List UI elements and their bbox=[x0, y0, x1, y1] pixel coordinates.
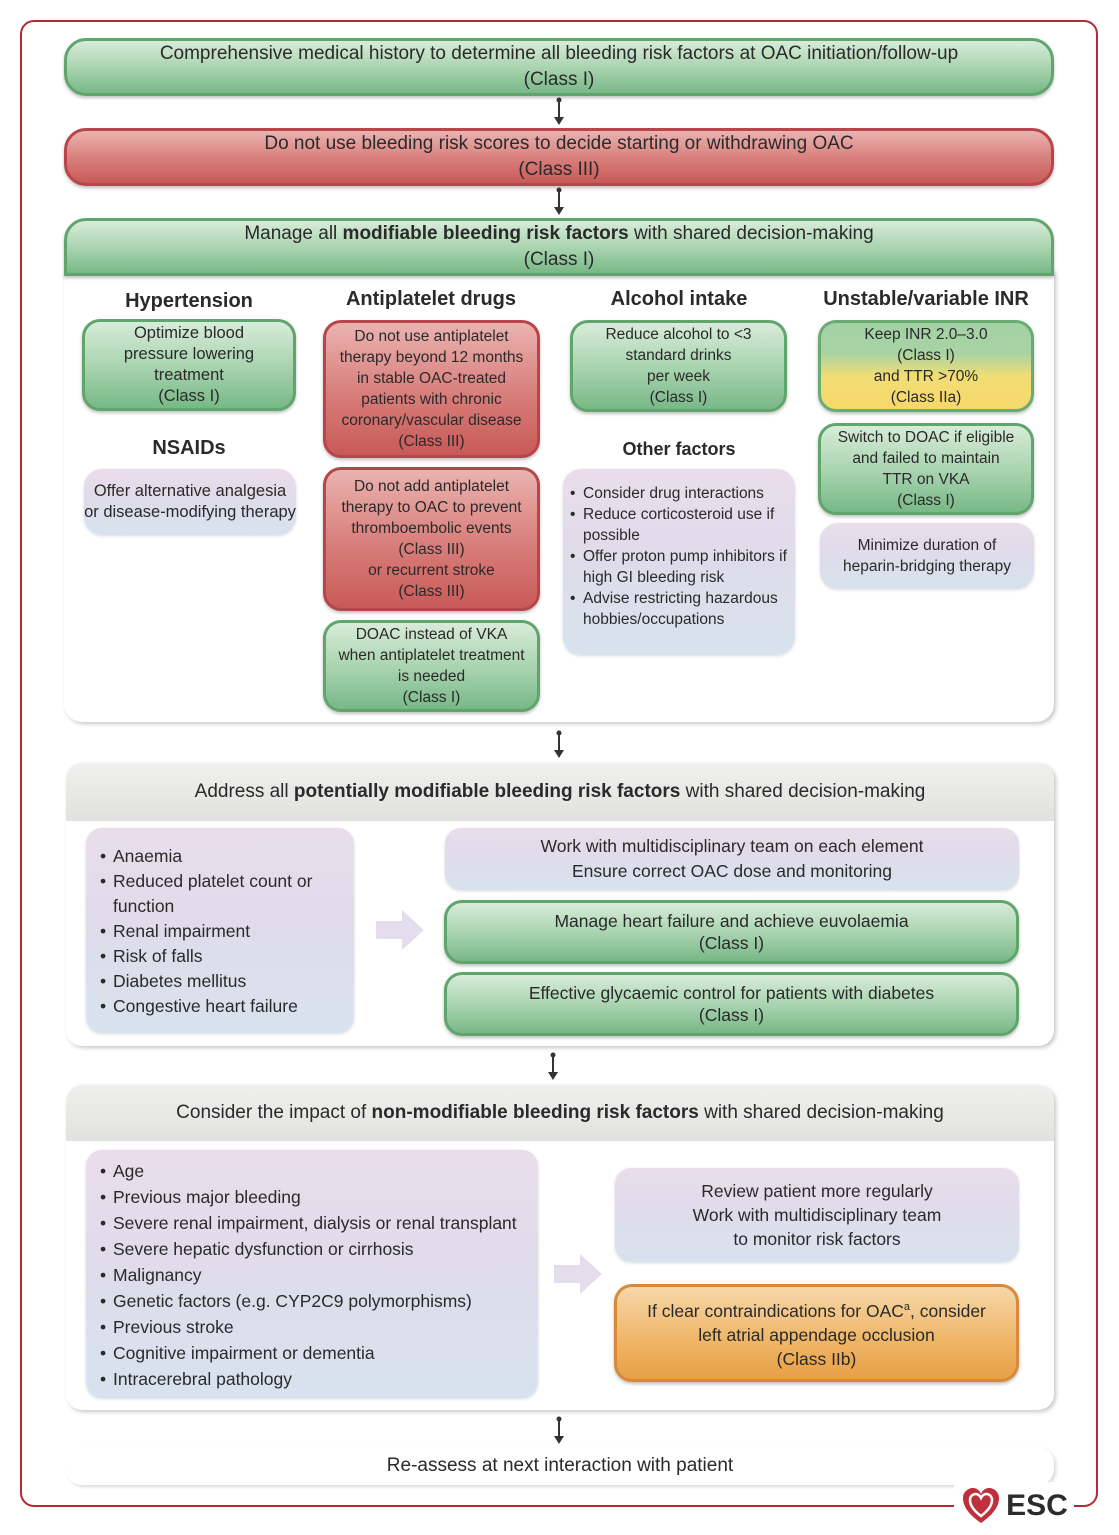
arrow-down-icon bbox=[554, 1416, 564, 1444]
arrow-down-icon bbox=[554, 187, 564, 215]
other-factor-item: Advise restricting hazardous hobbies/occ… bbox=[570, 588, 789, 630]
step2-box: Do not use bleeding risk scores to decid… bbox=[64, 128, 1054, 186]
step1-text: Comprehensive medical history to determi… bbox=[159, 43, 959, 64]
risk-factor-item: Age bbox=[100, 1158, 532, 1184]
step2-text: Do not use bleeding risk scores to decid… bbox=[264, 133, 854, 154]
step5-box2: If clear contraindications for OACa, con… bbox=[614, 1284, 1019, 1382]
step3-header: Manage all modifiable bleeding risk fact… bbox=[64, 218, 1054, 276]
risk-factor-item: Previous major bleeding bbox=[100, 1184, 532, 1210]
arrow-down-icon bbox=[554, 730, 564, 758]
esc-logo: ESC bbox=[954, 1482, 1074, 1530]
step4-list-box: Anaemia Reduced platelet count or functi… bbox=[86, 828, 354, 1033]
risk-factor-item: Cognitive impairment or dementia bbox=[100, 1340, 532, 1366]
step4-header: Address all potentially modifiable bleed… bbox=[66, 763, 1054, 821]
outer-frame bbox=[20, 20, 1098, 1507]
step3-title: Manage all modifiable bleeding risk fact… bbox=[244, 223, 874, 244]
step4-box1: Work with multidisciplinary team on each… bbox=[445, 828, 1019, 890]
arrow-down-icon bbox=[554, 97, 564, 125]
hypertension-title: Hypertension bbox=[125, 290, 253, 312]
other-factors-box: Consider drug interactions Reduce cortic… bbox=[563, 469, 795, 655]
step5-header: Consider the impact of non-modifiable bl… bbox=[66, 1085, 1054, 1141]
risk-factor-item: Intracerebral pathology bbox=[100, 1366, 532, 1392]
right-arrow-icon bbox=[376, 910, 424, 950]
risk-factor-item: Reduced platelet count or function bbox=[100, 869, 344, 919]
risk-factor-item: Severe hepatic dysfunction or cirrhosis bbox=[100, 1236, 532, 1262]
risk-factor-item: Renal impairment bbox=[100, 919, 344, 944]
step5-list-box: Age Previous major bleeding Severe renal… bbox=[86, 1150, 538, 1398]
other-factor-item: Offer proton pump inhibitors if high GI … bbox=[570, 546, 789, 588]
risk-factor-item: Severe renal impairment, dialysis or ren… bbox=[100, 1210, 532, 1236]
risk-factor-item: Anaemia bbox=[100, 844, 344, 869]
alcohol-title: Alcohol intake bbox=[610, 288, 748, 310]
step3-class: (Class I) bbox=[523, 249, 595, 270]
other-factor-item: Reduce corticosteroid use if possible bbox=[570, 504, 789, 546]
step6-text: Re-assess at next interaction with patie… bbox=[386, 1455, 734, 1476]
inr-title: Unstable/variable INR bbox=[823, 288, 1029, 310]
risk-factor-item: Malignancy bbox=[100, 1262, 532, 1288]
step4-box2: Manage heart failure and achieve euvolae… bbox=[444, 900, 1019, 964]
step1-class: (Class I) bbox=[523, 69, 595, 90]
step4-box3: Effective glycaemic control for patients… bbox=[444, 972, 1019, 1036]
risk-factor-item: Previous stroke bbox=[100, 1314, 532, 1340]
inr-box1: Keep INR 2.0–3.0(Class I) and TTR >70%(C… bbox=[818, 320, 1034, 412]
step4-title: Address all potentially modifiable bleed… bbox=[194, 781, 926, 802]
other-factors-title: Other factors bbox=[622, 439, 736, 459]
risk-factor-item: Genetic factors (e.g. CYP2C9 polymorphis… bbox=[100, 1288, 532, 1314]
esc-logo-text: ESC bbox=[1006, 1489, 1068, 1522]
step1-box: Comprehensive medical history to determi… bbox=[64, 38, 1054, 96]
antiplatelet-title: Antiplatelet drugs bbox=[345, 288, 516, 310]
risk-factor-item: Diabetes mellitus bbox=[100, 969, 344, 994]
heart-logo-icon bbox=[963, 1488, 1000, 1523]
other-factor-item: Consider drug interactions bbox=[570, 483, 789, 504]
arrow-down-icon bbox=[548, 1052, 558, 1080]
step5-title: Consider the impact of non-modifiable bl… bbox=[176, 1102, 944, 1123]
risk-factor-item: Risk of falls bbox=[100, 944, 344, 969]
step6-box: Re-assess at next interaction with patie… bbox=[66, 1447, 1054, 1485]
risk-factor-item: Congestive heart failure bbox=[100, 994, 344, 1019]
nsaids-title: NSAIDs bbox=[152, 437, 226, 459]
step2-class: (Class III) bbox=[518, 159, 600, 180]
right-arrow-icon bbox=[554, 1254, 602, 1294]
